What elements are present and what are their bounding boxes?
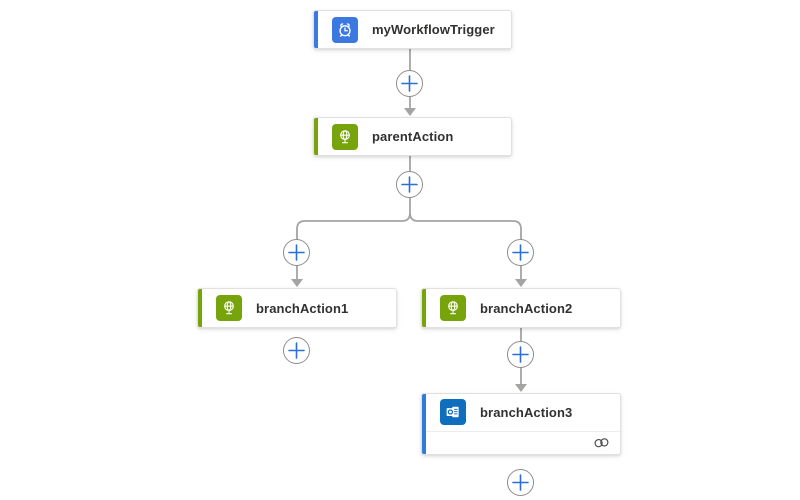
arrowhead-into-branch3 [515, 384, 527, 392]
add-step-button-right-branch[interactable] [507, 239, 534, 266]
accent-bar [422, 394, 426, 454]
connection-link-icon [594, 438, 609, 448]
node-label: branchAction1 [256, 300, 349, 316]
add-step-button-1[interactable] [396, 70, 423, 97]
recurrence-clock-icon [332, 16, 358, 43]
http-globe-icon [440, 295, 466, 321]
node-title-row: branchAction3 [422, 394, 620, 431]
connector-branch-right [409, 212, 522, 279]
connector-branch-left [296, 212, 411, 279]
node-parent-action[interactable]: parentAction [313, 117, 512, 156]
node-label: myWorkflowTrigger [372, 22, 495, 37]
arrowhead-into-branch1 [291, 279, 303, 287]
node-branch-action-3[interactable]: branchAction3 [421, 393, 621, 455]
node-trigger[interactable]: myWorkflowTrigger [313, 10, 512, 49]
accent-bar [198, 289, 202, 327]
node-branch-action-2[interactable]: branchAction2 [421, 288, 621, 328]
node-label: branchAction2 [480, 300, 573, 316]
node-footer-row [422, 430, 620, 454]
add-step-button-left-branch[interactable] [283, 239, 310, 266]
node-label: branchAction3 [480, 404, 573, 420]
http-globe-icon [216, 295, 242, 321]
accent-bar [314, 118, 318, 155]
http-globe-icon [332, 123, 358, 150]
arrowhead-into-branch2 [515, 279, 527, 287]
node-branch-action-1[interactable]: branchAction1 [197, 288, 397, 328]
accent-bar [314, 11, 318, 48]
accent-bar [422, 289, 426, 327]
outlook-mail-icon [440, 399, 466, 426]
add-step-button-3[interactable] [507, 341, 534, 368]
arrowhead-into-parent [404, 108, 416, 116]
add-step-button-under-branch3[interactable] [507, 469, 534, 496]
node-label: parentAction [372, 129, 454, 144]
add-step-button-2[interactable] [396, 171, 423, 198]
add-step-button-under-branch1[interactable] [283, 337, 310, 364]
